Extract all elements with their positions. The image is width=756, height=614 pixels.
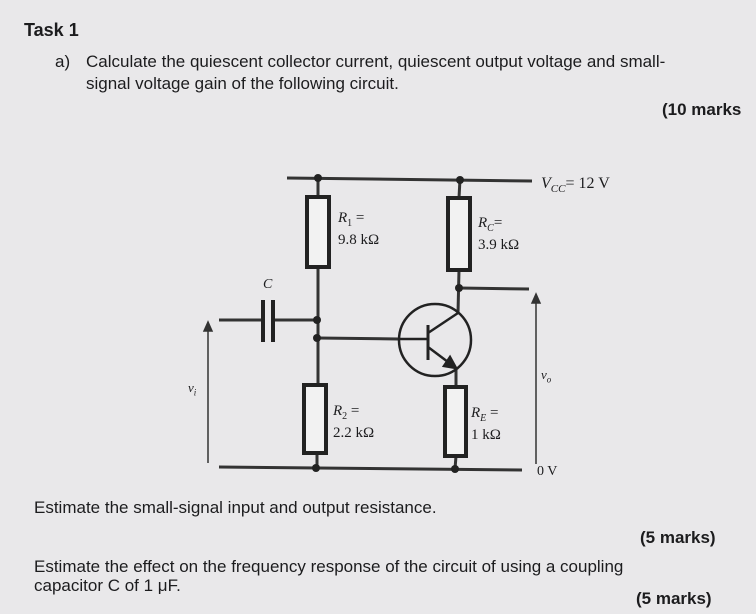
vo-label: vo <box>541 367 552 385</box>
re-label: RE =1 kΩ <box>471 405 501 443</box>
rc-label: RC=3.9 kΩ <box>478 215 520 253</box>
question-b-marks: (5 marks) <box>640 528 716 547</box>
resistor-r1 <box>305 195 331 269</box>
transistor-symbol <box>397 302 473 378</box>
output-wire <box>458 286 530 291</box>
part-a-label: a) <box>55 52 71 71</box>
resistor-r2 <box>302 383 328 455</box>
question-c-marks: (5 marks) <box>636 589 712 608</box>
part-a-marks: (10 marks <box>662 100 742 119</box>
part-a-line2: signal voltage gain of the following cir… <box>86 74 399 93</box>
question-b-text: Estimate the small-signal input and outp… <box>34 498 437 517</box>
part-a-line1: Calculate the quiescent collector curren… <box>86 52 666 71</box>
base-wire <box>317 336 399 341</box>
ground-label: 0 V <box>537 464 558 479</box>
vcc-label: VCC= 12 V <box>541 175 610 196</box>
question-c-line2: capacitor C of 1 μF. <box>34 576 181 595</box>
ground-rail <box>218 465 523 472</box>
vi-label: vi <box>188 380 197 398</box>
task-title: Task 1 <box>24 20 79 40</box>
r1-label: R1 =9.8 kΩ <box>338 210 380 248</box>
vcc-rail <box>286 176 533 183</box>
resistor-re <box>443 385 468 458</box>
capacitor-label: C <box>263 277 273 292</box>
resistor-rc <box>446 196 472 272</box>
question-c-line1: Estimate the effect on the frequency res… <box>34 557 624 576</box>
r2-label: R2 =2.2 kΩ <box>333 403 375 441</box>
